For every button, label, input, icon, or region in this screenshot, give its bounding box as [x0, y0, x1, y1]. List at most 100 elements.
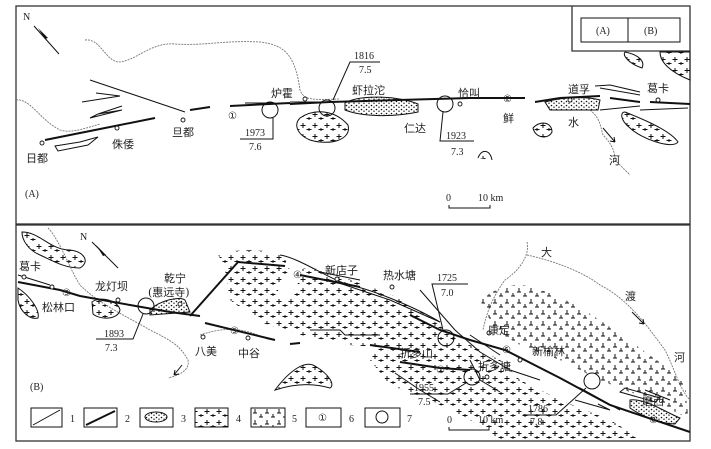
fault-number: ② — [503, 94, 512, 105]
secondary-faults — [89, 79, 689, 113]
place-label: 恰叫 — [458, 86, 480, 100]
town-markers — [21, 274, 523, 380]
flow-arrow-icon — [631, 311, 645, 325]
intrusive-icon — [250, 407, 286, 428]
place-label: (惠远寺) — [148, 285, 190, 299]
granite-body — [477, 151, 493, 161]
basin-sediment — [544, 97, 601, 111]
flow-arrow-icon — [602, 127, 616, 143]
quake-magnitude: 7.0 — [441, 288, 454, 299]
fault-number: ③ — [62, 288, 71, 299]
north-label: N — [80, 232, 87, 243]
panel-label: (A) — [25, 189, 39, 200]
place-label: 折多塘 — [478, 359, 511, 373]
granite-body — [532, 122, 553, 138]
granite-icon — [194, 407, 229, 428]
place-label: 旦都 — [172, 126, 194, 139]
place-label: 葛卡 — [647, 82, 669, 95]
index-label-a: (A) — [596, 26, 610, 37]
legend-number: 7 — [407, 414, 412, 425]
quake-year: 1725 — [437, 273, 457, 284]
fault-number: ① — [228, 111, 237, 122]
quake-magnitude: 7.8 — [530, 417, 543, 428]
granite-region — [218, 250, 445, 348]
quake-magnitude: 7.6 — [249, 142, 262, 153]
epicenter-circle-icon — [437, 329, 455, 347]
legend-item-7: 7 — [364, 407, 412, 428]
epicenter-1893: 1893 7.3 — [96, 297, 155, 354]
major-fault-icon — [85, 410, 116, 426]
granite-region — [370, 330, 640, 440]
epicenter-circle-icon — [436, 95, 454, 113]
granite-body — [273, 363, 333, 391]
place-label: 康定 — [488, 323, 510, 337]
north-arrow-a: N — [23, 12, 60, 55]
epicenter-1725: 1725 7.0 — [431, 273, 468, 347]
legend-item-5: 5 — [250, 407, 297, 428]
river — [15, 99, 101, 132]
river-label: 渡 — [625, 289, 636, 303]
sinistral-arrow-icon — [89, 105, 123, 119]
river-label: 大 — [541, 245, 552, 259]
river-label: 鲜 — [503, 111, 514, 125]
index-box — [580, 17, 681, 43]
town-markers — [39, 96, 661, 146]
epicenter-1973: 1973 7.6 — [240, 101, 279, 153]
place-label: 道孚 — [568, 82, 590, 96]
legend-item-4: 4 — [194, 407, 241, 428]
granite-body — [621, 111, 679, 146]
panel-a: (A) (B) N 1973 7.6 — [15, 5, 691, 225]
place-label: 乾宁 — [164, 271, 186, 285]
scale-bar-b: 0 10 km — [447, 415, 504, 431]
legend-item-2: 2 — [83, 407, 130, 428]
quake-year: 1786 — [528, 404, 548, 415]
granite-body — [21, 231, 86, 269]
place-label: 侏倭 — [112, 138, 134, 151]
place-label: 虾拉沱 — [352, 83, 385, 97]
legend: 1 2 3 4 5 ① 6 — [30, 407, 412, 428]
panel-b: N 1893 7.3 — [15, 224, 691, 442]
fault-number: ④ — [293, 270, 302, 281]
quake-year: 1955 — [414, 383, 434, 394]
sinistral-arrow-icon — [54, 136, 99, 152]
quake-magnitude: 7.5 — [359, 65, 372, 76]
secondary-faults — [17, 271, 671, 411]
epicenter-circle-icon — [463, 368, 481, 386]
panel-a-frame — [15, 5, 691, 225]
legend-number: 4 — [236, 414, 241, 425]
legend-number: 6 — [349, 414, 354, 425]
epicenter-1816: 1816 7.5 — [318, 51, 380, 117]
legend-item-3: 3 — [139, 407, 186, 428]
quake-magnitude: 7.3 — [105, 343, 118, 354]
epicenter-circle-icon — [261, 101, 279, 119]
north-arrow-b: N — [80, 232, 119, 269]
scale-zero: 0 — [446, 193, 451, 204]
index-inset-frame — [571, 6, 690, 52]
thin-fault-icon — [32, 409, 61, 426]
scale-end: 10 km — [478, 415, 504, 426]
north-label: N — [23, 12, 30, 23]
place-label: 龙灯坝 — [95, 279, 128, 293]
place-label: 磨西 — [642, 395, 664, 408]
legend-number: 3 — [181, 414, 186, 425]
epicenter-1786: 1786 7.8 — [523, 372, 601, 428]
place-label: 热水塘 — [383, 268, 416, 282]
north-arrow-icon — [96, 245, 106, 256]
quake-magnitude: 7.5 — [418, 397, 431, 408]
river — [84, 39, 341, 100]
place-label: 炉霍 — [271, 87, 293, 100]
quake-magnitude: 7.3 — [451, 147, 464, 158]
legend-number: 1 — [70, 414, 75, 425]
epicenter-circle-icon — [318, 99, 336, 117]
quake-year: 1893 — [104, 329, 124, 340]
basin-sediment — [344, 96, 419, 117]
legend-item-1: 1 — [30, 407, 75, 428]
epicenter-1955: 1955 7.5 — [410, 368, 481, 408]
river — [47, 227, 189, 379]
epicenter-circle-icon — [137, 297, 155, 315]
index-inset: (A) (B) — [571, 6, 690, 52]
zheduotang-fault — [204, 322, 471, 371]
fault-number-icon: ① — [318, 413, 327, 424]
epicenter-1923: 1923 7.3 — [436, 95, 474, 158]
granite-body — [17, 287, 39, 319]
